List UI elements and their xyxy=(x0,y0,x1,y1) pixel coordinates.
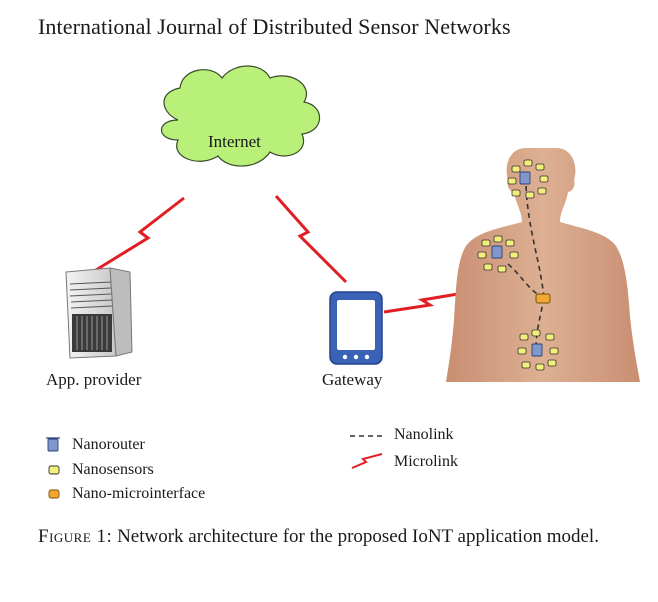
nanosensor-legend-icon xyxy=(48,465,60,475)
nanorouter-legend-icon xyxy=(46,437,60,452)
microlink-internet-gateway xyxy=(274,195,348,284)
legend-nano-microinterface-label: Nano-microinterface xyxy=(72,485,206,502)
legend-nanolink: Nanolink xyxy=(394,426,454,444)
legend-microlink: Microlink xyxy=(394,453,458,471)
legend-nanolink-label: Nanolink xyxy=(394,426,454,443)
legend-nanosensors: Nanosensors xyxy=(72,461,154,479)
nano-cluster-abdomen xyxy=(517,329,559,371)
gateway-label: Gateway xyxy=(322,370,383,389)
server-icon xyxy=(65,267,133,359)
nano-microinterface-node xyxy=(535,293,551,304)
legend-nanosensors-label: Nanosensors xyxy=(72,461,154,478)
microlinks xyxy=(95,195,471,314)
figure-caption-text: Network architecture for the proposed Io… xyxy=(117,526,599,547)
nano-cluster-shoulder xyxy=(477,235,519,273)
microlink-internet-provider xyxy=(95,196,185,272)
microlink-gateway-body xyxy=(383,290,471,314)
app-provider-label: App. provider xyxy=(46,370,142,389)
journal-header: International Journal of Distributed Sen… xyxy=(38,14,511,39)
legend-nano-microinterface: Nano-microinterface xyxy=(72,485,205,503)
figure-caption: Figure 1: Network architecture for the p… xyxy=(38,524,628,550)
legend-nanorouter: Nanorouter xyxy=(72,436,145,454)
legend-nanorouter-label: Nanorouter xyxy=(72,436,145,453)
legend-microlink-label: Microlink xyxy=(394,453,458,470)
microlink-legend-icon xyxy=(351,453,383,469)
nano-cluster-head xyxy=(507,159,549,199)
gateway-device-icon xyxy=(329,291,383,365)
internet-label: Internet xyxy=(208,132,261,151)
human-body-silhouette xyxy=(446,148,640,382)
nano-microinterface-legend-icon xyxy=(48,489,60,499)
internet-cloud xyxy=(160,65,321,167)
figure-caption-label: Figure 1: xyxy=(38,526,113,547)
